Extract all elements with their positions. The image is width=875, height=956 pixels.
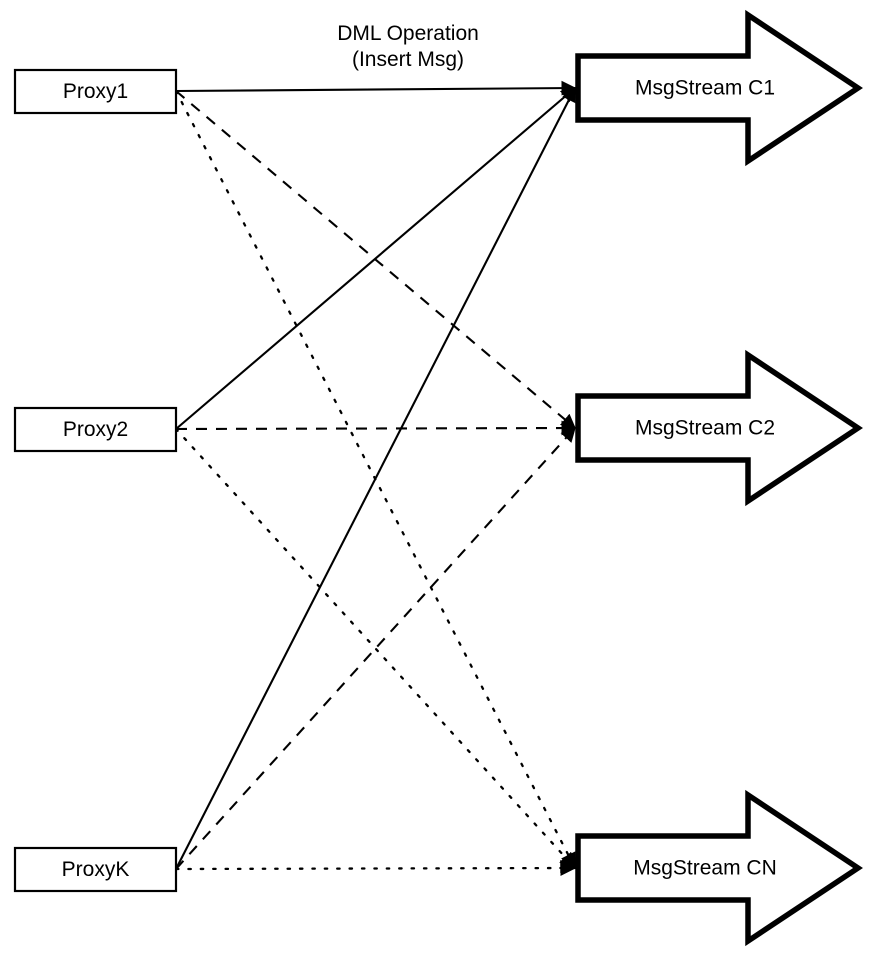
stream-cn-arrow-shape[interactable] xyxy=(575,789,863,947)
proxy-node-group: Proxy1 Proxy2 ProxyK xyxy=(13,68,178,893)
edge-proxy1-to-stream-c1[interactable] xyxy=(175,80,577,96)
dml-operation-label-line1: DML Operation xyxy=(337,22,479,45)
proxy1-label: Proxy1 xyxy=(63,80,128,103)
edge-proxyk-to-stream-cn[interactable] xyxy=(174,859,577,877)
dml-operation-label-line2: (Insert Msg) xyxy=(352,48,464,71)
node-stream-cn[interactable]: MsgStream CN xyxy=(575,789,863,947)
edge-proxy2-to-stream-c1[interactable] xyxy=(175,87,576,430)
edge-label-group: DML Operation (Insert Msg) xyxy=(337,22,479,71)
node-stream-c2[interactable]: MsgStream C2 xyxy=(575,349,863,507)
stream-cn-label: MsgStream CN xyxy=(633,857,777,880)
proxy2-label: Proxy2 xyxy=(63,418,128,441)
proxy2-box[interactable] xyxy=(13,406,178,453)
proxy1-box[interactable] xyxy=(13,68,178,115)
edge-proxy2-to-stream-cn[interactable] xyxy=(174,427,577,870)
stream-c2-arrow-shape[interactable] xyxy=(575,349,863,507)
stream-node-group: MsgStream C1 MsgStream C2 MsgStream CN xyxy=(575,9,863,947)
stream-c2-label: MsgStream C2 xyxy=(635,417,775,440)
node-proxy1[interactable]: Proxy1 xyxy=(13,68,178,115)
node-proxyk[interactable]: ProxyK xyxy=(13,846,178,893)
edge-proxy2-to-stream-c2[interactable] xyxy=(175,420,577,436)
node-proxy2[interactable]: Proxy2 xyxy=(13,406,178,453)
proxyk-label: ProxyK xyxy=(62,858,130,881)
node-stream-c1[interactable]: MsgStream C1 xyxy=(575,9,863,167)
edge-proxyk-to-stream-c1[interactable] xyxy=(175,86,576,870)
proxyk-box[interactable] xyxy=(13,846,178,893)
stream-c1-arrow-shape[interactable] xyxy=(575,9,863,167)
edge-layer xyxy=(174,80,577,877)
stream-c1-label: MsgStream C1 xyxy=(635,77,775,100)
